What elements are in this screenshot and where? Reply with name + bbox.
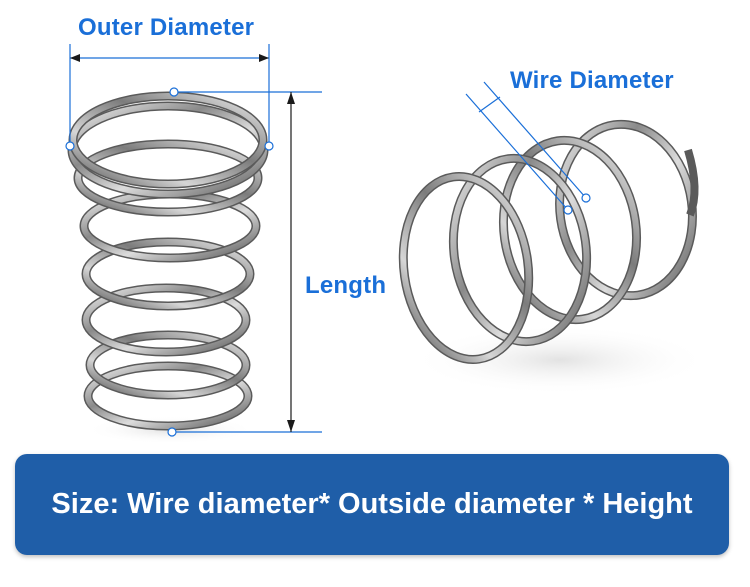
right-spring-icon [398, 119, 710, 395]
wire-diameter-label: Wire Diameter [510, 67, 674, 94]
size-banner: Size: Wire diameter* Outside diameter * … [15, 454, 729, 555]
left-spring-icon [67, 91, 269, 444]
length-dimension [167, 87, 322, 437]
outer-diameter-label: Outer Diameter [78, 14, 255, 41]
size-banner-text: Size: Wire diameter* Outside diameter * … [51, 488, 693, 520]
wire-diameter-dimension [465, 81, 591, 215]
length-label: Length [305, 272, 387, 299]
outer-diameter-dimension [65, 44, 274, 151]
